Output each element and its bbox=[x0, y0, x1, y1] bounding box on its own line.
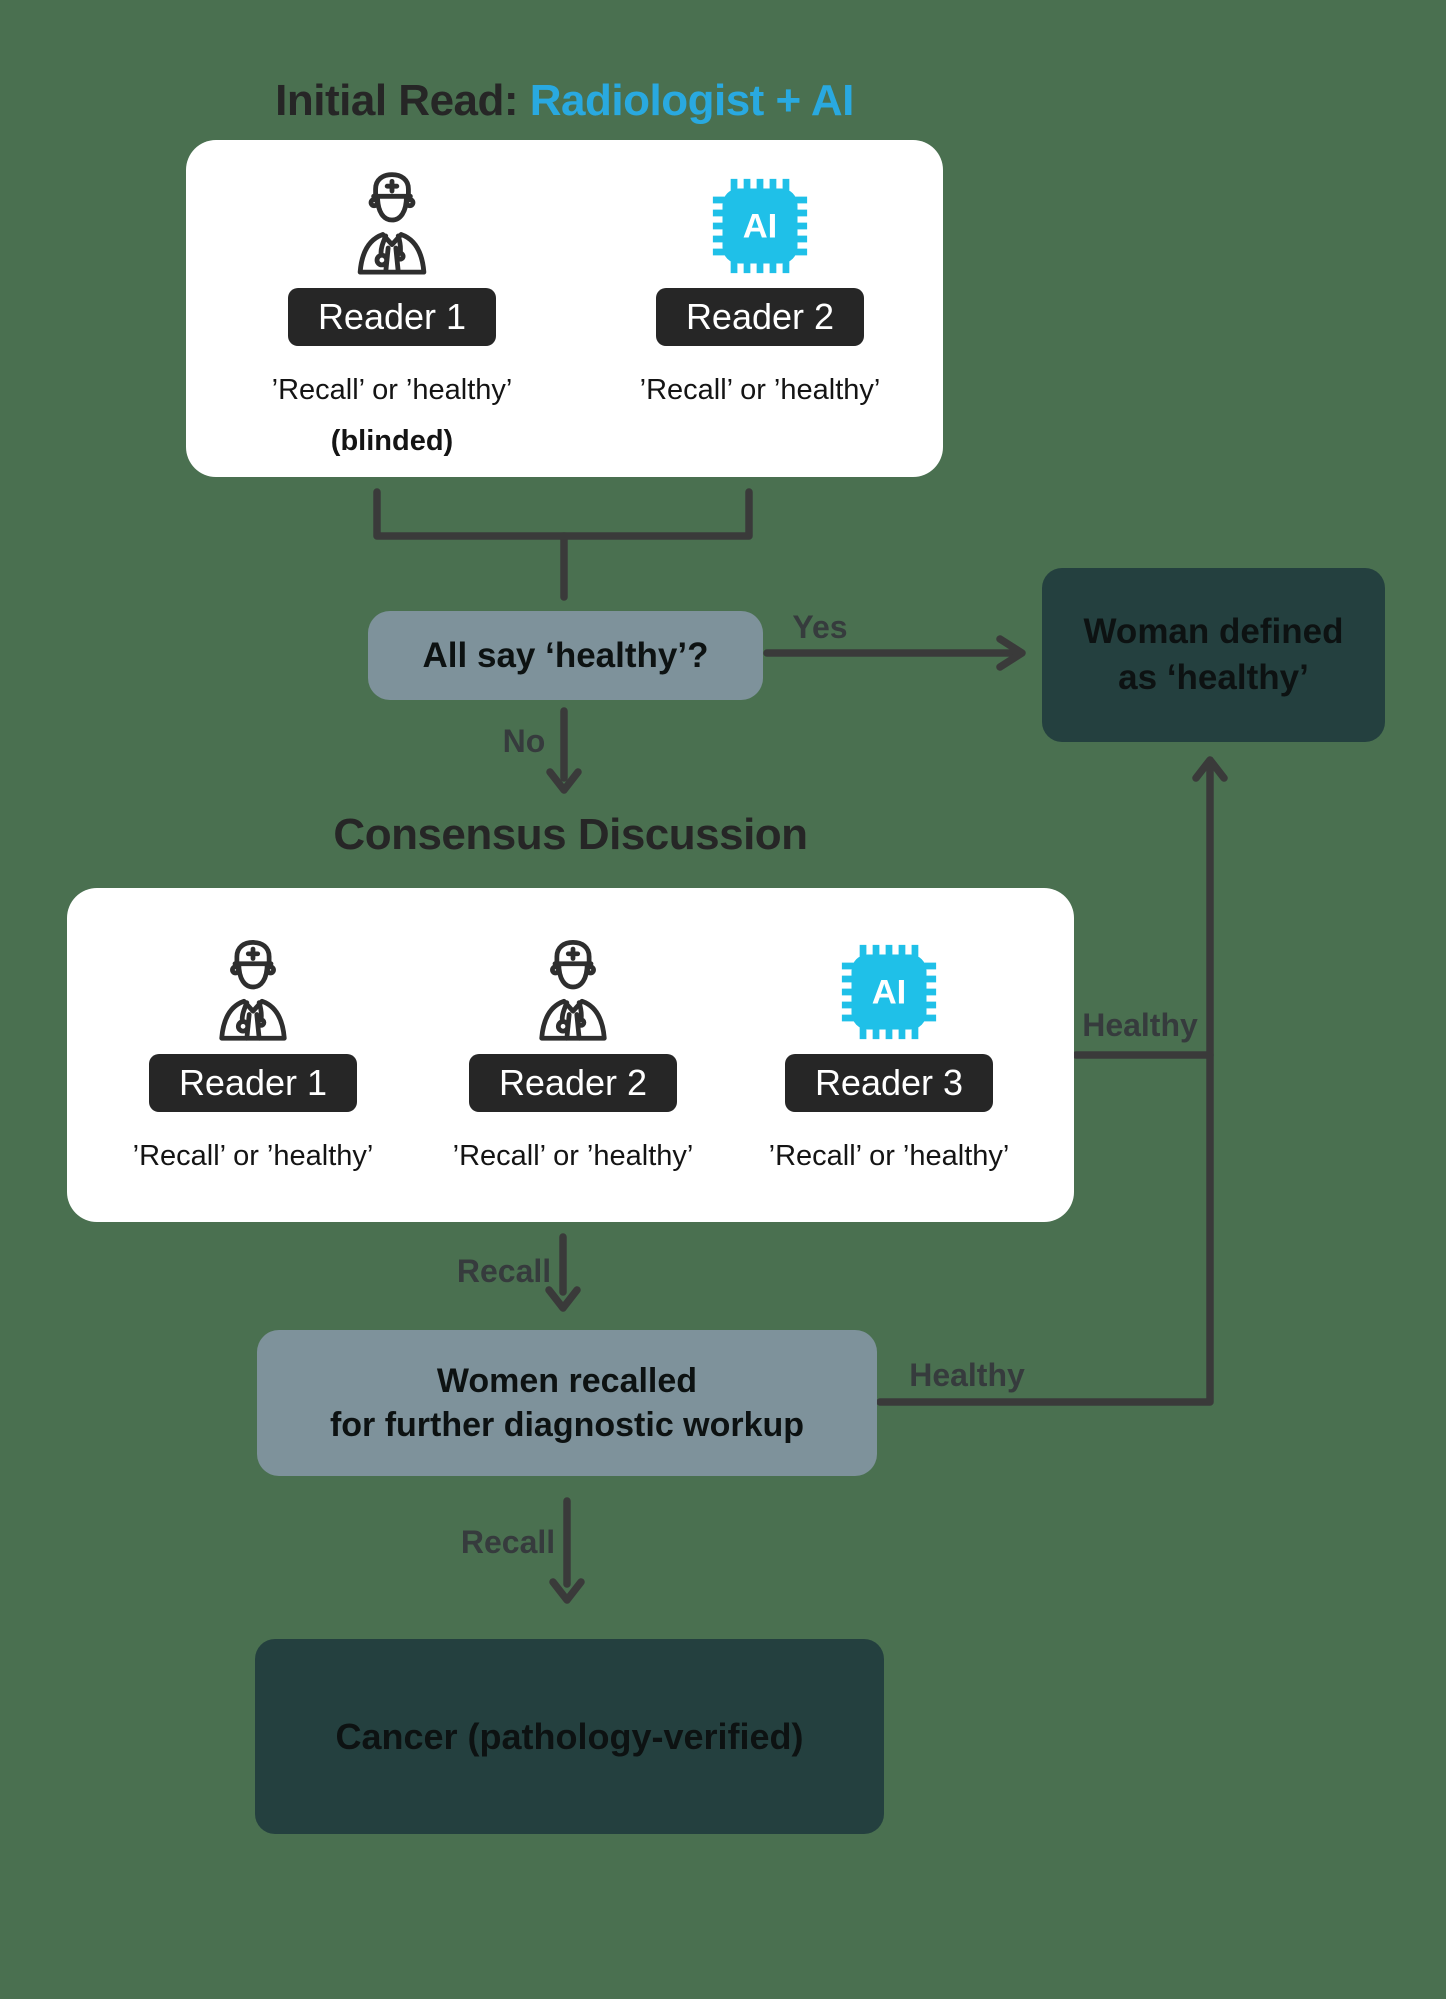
decision-box: All say ‘healthy’? bbox=[368, 611, 763, 700]
cancer-outcome-box: Cancer (pathology-verified) bbox=[255, 1639, 884, 1834]
blinded-note: (blinded) bbox=[330, 425, 454, 457]
healthy-label-recall: Healthy bbox=[909, 1357, 1025, 1393]
recall-arrow2-head bbox=[549, 1578, 585, 1604]
reader-badge: Reader 1 bbox=[148, 1054, 358, 1112]
recall-label-workup: Recall bbox=[456, 1253, 552, 1289]
reader-column-consensus-2: Reader 2 ’Recall’ or ’healthy’ bbox=[418, 928, 728, 1173]
consensus-card: Reader 1 ’Recall’ or ’healthy’ bbox=[67, 888, 1074, 1222]
yes-arrow-head bbox=[996, 635, 1026, 671]
recall-workup-box: Women recalled for further diagnostic wo… bbox=[257, 1330, 877, 1476]
doctor-icon bbox=[206, 928, 300, 1042]
no-label: No bbox=[502, 723, 546, 759]
reader-decision: ’Recall’ or ’healthy’ bbox=[132, 1140, 374, 1172]
recall-arrow1-head bbox=[545, 1286, 581, 1312]
reader-column-consensus-3: AI Reader 3 ’Recall’ or ’healthy’ bbox=[734, 928, 1044, 1173]
recall-workup-line1: Women recalled bbox=[436, 1361, 698, 1400]
initial-read-card: Reader 1 ’Recall’ or ’healthy’ (blinded)… bbox=[186, 140, 943, 477]
reader-column-consensus-1: Reader 1 ’Recall’ or ’healthy’ bbox=[98, 928, 408, 1173]
healthy-outcome-line1: Woman defined bbox=[1083, 611, 1344, 651]
merge-bracket bbox=[373, 488, 753, 540]
reader-badge: Reader 2 bbox=[655, 288, 865, 346]
no-arrow-head bbox=[546, 768, 582, 794]
initial-read-title: Initial Read: Radiologist + AI bbox=[186, 76, 943, 126]
reader-column-initial-2: AI Reader 2 ’Recall’ or ’healthy’ bbox=[595, 162, 925, 407]
healthy-label-consensus: Healthy bbox=[1082, 1007, 1198, 1043]
reader-badge: Reader 2 bbox=[468, 1054, 678, 1112]
ai-chip-label: AI bbox=[743, 208, 778, 246]
reader-decision: ’Recall’ or ’healthy’ bbox=[768, 1140, 1010, 1172]
reader-column-initial-1: Reader 1 ’Recall’ or ’healthy’ (blinded) bbox=[227, 162, 557, 458]
reader-decision: ’Recall’ or ’healthy’ bbox=[452, 1140, 694, 1172]
healthy-arrow-head bbox=[1192, 756, 1228, 782]
recall-workup-line2: for further diagnostic workup bbox=[329, 1406, 805, 1444]
reader-badge: Reader 1 bbox=[287, 288, 497, 346]
healthy-recall-line bbox=[876, 762, 1214, 1406]
doctor-icon bbox=[344, 162, 440, 276]
ai-chip-icon: AI bbox=[710, 162, 810, 276]
ai-chip-label: AI bbox=[872, 974, 907, 1012]
ai-chip-icon: AI bbox=[839, 928, 939, 1042]
doctor-icon bbox=[526, 928, 620, 1042]
healthy-outcome-line2: as ‘healthy’ bbox=[1118, 658, 1309, 697]
reader-decision: ’Recall’ or ’healthy’ bbox=[639, 374, 881, 406]
reader-decision: ’Recall’ or ’healthy’ bbox=[271, 374, 513, 406]
reader-badge: Reader 3 bbox=[784, 1054, 994, 1112]
consensus-title: Consensus Discussion bbox=[333, 810, 808, 859]
recall-label-cancer: Recall bbox=[460, 1524, 556, 1560]
initial-read-title-accent: Radiologist + AI bbox=[529, 76, 855, 125]
initial-read-title-prefix: Initial Read: bbox=[275, 76, 530, 125]
yes-label: Yes bbox=[792, 609, 848, 645]
healthy-outcome-box: Woman defined as ‘healthy’ bbox=[1042, 568, 1385, 742]
